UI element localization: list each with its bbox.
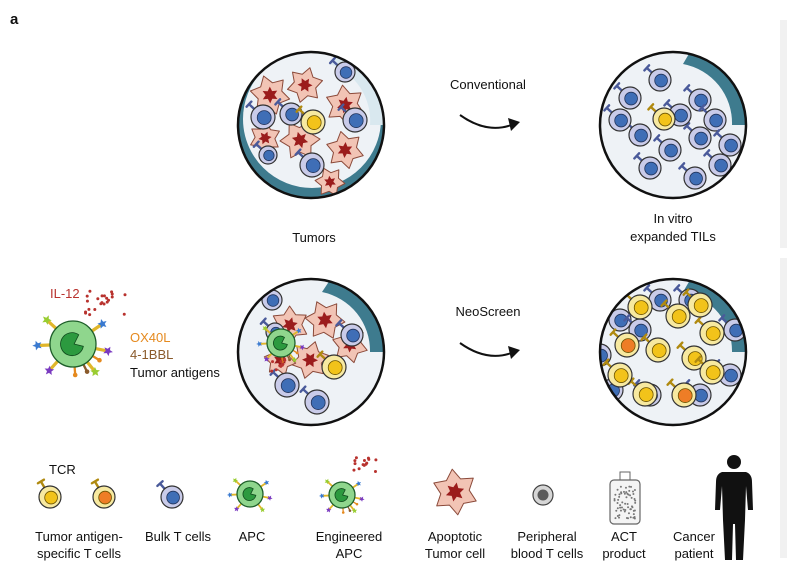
legend-specific-t-line2: specific T cells: [37, 546, 122, 561]
bulk-t-cell: [623, 119, 652, 147]
il-12-dots: [84, 289, 127, 317]
tumor-cell: [304, 301, 346, 339]
bulk-t-cell: [613, 82, 642, 110]
engineered-apc: [256, 325, 306, 364]
specific-t-cell: [676, 341, 707, 371]
conventional-arrow: [459, 114, 520, 131]
neoscreen-tumor-dish: [236, 277, 386, 427]
bulk-t-cell: [294, 148, 325, 178]
bulk-t-cell: [603, 104, 632, 132]
specific-t-cell: [682, 288, 713, 318]
neoscreen-arrow: [459, 342, 520, 359]
bulk-t-cell: [698, 104, 727, 132]
legend-patient-line1: Cancer: [673, 529, 716, 544]
tumor-dish-cells: [245, 56, 368, 197]
bulk-t-cell: [678, 162, 707, 190]
bulk-t-cell: [683, 84, 712, 112]
specific-t-cell: [295, 105, 326, 135]
legend-engineered-apc-line1: Engineered: [316, 529, 383, 544]
legend-engineered-apc-line2: APC: [336, 546, 363, 561]
apc: [227, 477, 273, 513]
bulk-t-cell: [269, 368, 300, 398]
legend-labels: Tumor antigen- specific T cells Bulk T c…: [35, 529, 715, 561]
legend-icons: [36, 456, 554, 516]
bulk-t-cell: [337, 103, 368, 133]
engineered-apc-illustration: [32, 289, 127, 378]
bulk-t-cell: [713, 129, 742, 157]
bulk-t-cell: [328, 56, 356, 83]
bulk-t-cell: [335, 319, 364, 347]
panel-edge-bottom: [780, 258, 787, 558]
bulk-t-cell: [643, 64, 672, 92]
specific-t-cell: [694, 316, 725, 346]
tcr-label: TCR: [49, 462, 76, 477]
legend-bulk-t-line1: Bulk T cells: [145, 529, 211, 544]
tumors-caption: Tumors: [292, 230, 336, 245]
engineered-apc: [32, 315, 113, 378]
tumor-dish: [236, 50, 386, 200]
conventional-label: Conventional: [450, 77, 526, 92]
til-caption-line1: In vitro: [653, 211, 692, 226]
bulk-t-cell: [703, 149, 732, 177]
4-1bbl-label: 4-1BBL: [130, 347, 173, 362]
specific-t-cell: [660, 299, 691, 329]
bulk-t-cell: [274, 98, 303, 126]
bulk-t-cell: [653, 134, 682, 162]
neoscreen-expanded-dish-cells: [600, 284, 746, 408]
tumor-cell: [287, 67, 323, 103]
legend-patient-line2: patient: [674, 546, 713, 561]
legend-specific-t-line1: Tumor antigen-: [35, 529, 123, 544]
tumor-cell: [249, 75, 291, 115]
bulk-t-cell: [633, 152, 662, 180]
bulk-t-cell: [245, 100, 276, 130]
specific-t-cell: [666, 378, 697, 408]
til-caption-line2: expanded TILs: [630, 229, 716, 244]
neoscreen-label: NeoScreen: [455, 304, 520, 319]
panel-label: a: [10, 11, 19, 28]
legend-peripheral-line2: blood T cells: [511, 546, 584, 561]
bulk-t-cell: [156, 480, 184, 509]
il-12-dots: [270, 357, 287, 373]
legend-apc-line1: APC: [239, 529, 266, 544]
neoscreen-tumor-dish-cells: [255, 284, 368, 415]
bulk-t-cell: [603, 304, 632, 332]
legend-act-line2: product: [602, 546, 646, 561]
tumor-antigens-label: Tumor antigens: [130, 365, 220, 380]
bulk-t-cell: [252, 140, 278, 165]
specific-t-cell: [640, 333, 671, 363]
specific-t-cell: [622, 290, 653, 320]
ox40l-label: OX40L: [130, 330, 170, 345]
specific-t-cell: [694, 355, 725, 385]
engineered-apc: [319, 478, 365, 514]
panel-edge-top: [780, 20, 787, 248]
specific-t-cell: [36, 478, 62, 509]
specific-t-cell: [602, 358, 633, 388]
expanded-til-dish: [598, 50, 748, 200]
il12-label: IL-12: [50, 286, 80, 301]
specific-t-cell: [609, 328, 640, 358]
il-12-dots: [352, 456, 378, 474]
tumor-cell: [326, 131, 364, 169]
legend-apoptotic-line2: Tumor cell: [425, 546, 485, 561]
legend-apoptotic-line1: Apoptotic: [428, 529, 483, 544]
expanded-til-dish-cells: [603, 64, 742, 190]
bulk-t-cell: [683, 122, 712, 150]
peripheral-t-cell: [532, 484, 554, 506]
specific-t-cell: [647, 103, 676, 131]
legend-peripheral-line1: Peripheral: [517, 529, 576, 544]
legend-act-line1: ACT: [611, 529, 637, 544]
neoscreen-expanded-dish: [598, 277, 748, 427]
bulk-t-cell: [299, 385, 330, 415]
tumor-cell: [433, 468, 477, 516]
specific-t-cell: [316, 350, 347, 380]
act-product-icon: [609, 471, 641, 525]
cancer-patient-icon: [715, 455, 753, 560]
specific-t-cell: [90, 478, 116, 509]
